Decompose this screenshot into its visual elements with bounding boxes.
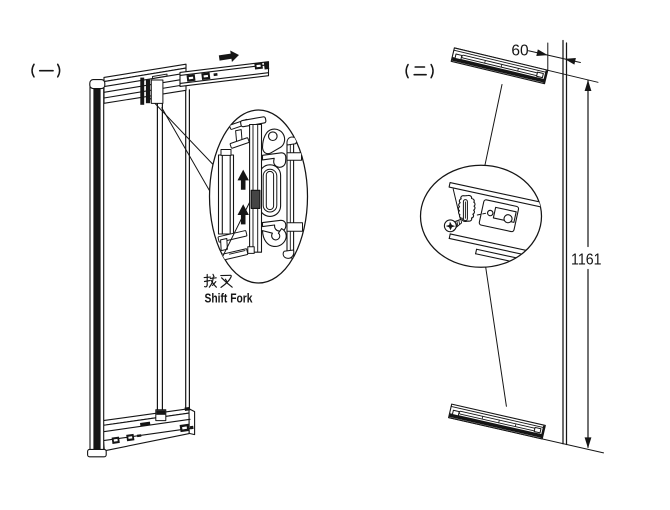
svg-text:Shift Fork: Shift Fork bbox=[205, 290, 254, 305]
svg-text:60: 60 bbox=[511, 42, 529, 59]
svg-text:1161: 1161 bbox=[571, 251, 602, 268]
